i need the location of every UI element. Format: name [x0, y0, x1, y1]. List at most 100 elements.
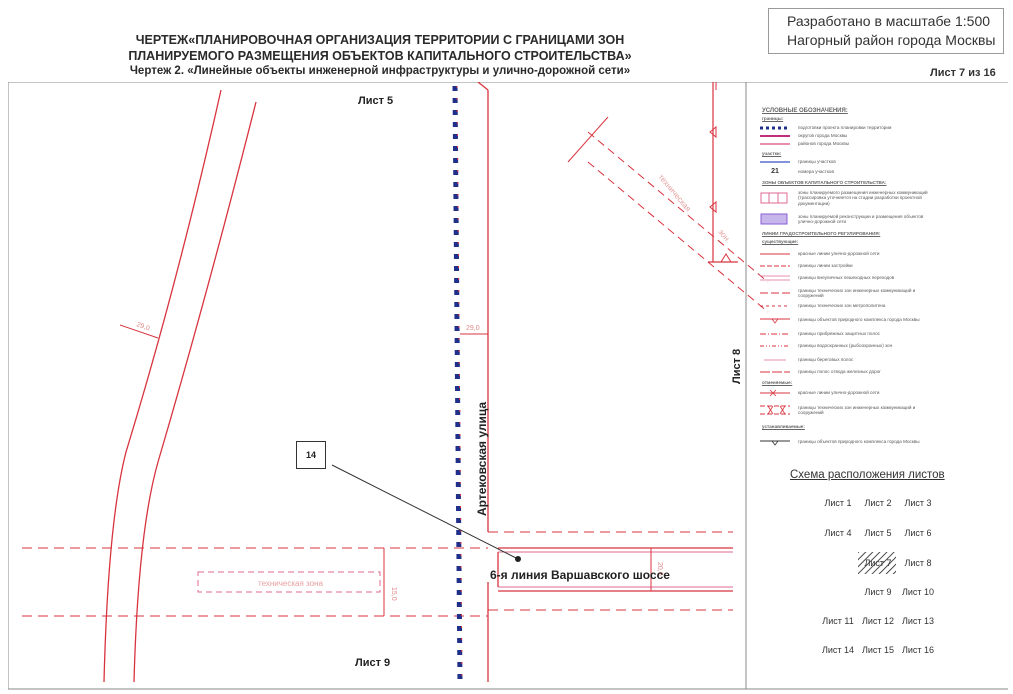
- scheme-title: Схема расположения листов: [790, 469, 945, 481]
- legend-symbol-established-nature: [760, 440, 790, 446]
- legend-symbol-boundary: [760, 126, 790, 130]
- legend-text: подготовки проекта планировки территории: [798, 125, 892, 131]
- current-sheet-hatch: [858, 552, 896, 574]
- street-edge-right-top: [477, 82, 489, 91]
- legend-symbol-parcel: [760, 161, 790, 163]
- dim-label-3: 15,0: [390, 587, 397, 601]
- scheme-sheet-16: Лист 16: [901, 645, 935, 655]
- scheme-sheet-15: Лист 15: [861, 645, 895, 655]
- label-sheet-8: Лист 8: [731, 349, 743, 384]
- tech-zone-label-left: техническая зона: [258, 579, 323, 588]
- legend-text: границы объектов природного комплекса го…: [798, 317, 920, 323]
- title-line-3: Чертеж 2. «Линейные объекты инженерной и…: [129, 65, 631, 77]
- legend-text: границы участков: [798, 159, 836, 165]
- legend-row: границы береговых полос: [758, 356, 930, 364]
- legend-heading-zones: ЗОНЫ ОБЪЕКТОВ КАПИТАЛЬНОГО СТРОИТЕЛЬСТВА…: [762, 180, 887, 185]
- title-line-1: ЧЕРТЕЖ«ПЛАНИРОВОЧНАЯ ОРГАНИЗАЦИЯ ТЕРРИТО…: [135, 33, 625, 47]
- legend-symbol-nature: [760, 318, 790, 324]
- legend-row: границы внеуличных пешеходных переходов: [758, 274, 930, 282]
- label-street-vertical: Артековская улица: [475, 402, 489, 516]
- legend-text: округов города Москвы: [798, 133, 848, 139]
- label-sheet-9: Лист 9: [355, 657, 390, 669]
- scheme-sheet-5: Лист 5: [864, 528, 892, 538]
- legend-text: зоны планируемой реконструкции и размеще…: [798, 213, 924, 224]
- legend-text: границы линии застройки: [798, 263, 853, 269]
- sheet-scheme: Лист 1 Лист 2 Лист 3 Лист 4 Лист 5 Лист …: [820, 488, 950, 660]
- tech-zone-label-1: техническая: [656, 173, 692, 214]
- legend-text: границы береговых полос: [798, 357, 854, 363]
- legend-symbol-underpass: [760, 275, 790, 281]
- legend-symbol-shore-strip: [764, 359, 786, 361]
- legend-text: границы полос отвода железных дорог: [798, 369, 881, 375]
- legend-heading-borders: границы:: [762, 116, 784, 121]
- legend-text: границы объектов природного комплекса го…: [798, 439, 920, 445]
- scheme-sheet-9: Лист 9: [864, 587, 892, 597]
- legend-symbol-red-line: [760, 253, 790, 255]
- legend-heading-cancelled: отменяемые:: [762, 380, 793, 385]
- legend-symbol-district: [760, 143, 790, 145]
- legend-text: зоны планируемого размещения инженерных …: [798, 190, 928, 206]
- scheme-sheet-6: Лист 6: [904, 528, 932, 538]
- legend-symbol-metro-zone: [760, 305, 790, 307]
- legend-text: границы прибрежных защитных полос: [798, 331, 880, 337]
- legend-row: границы полос отвода железных дорог: [758, 368, 930, 376]
- tech-zone-diag-1: [587, 131, 769, 283]
- legend-row: подготовки проекта планировки территории: [758, 124, 930, 132]
- legend-row: 21 номера участков: [758, 168, 930, 176]
- legend-row: границы технических зон инженерных комму…: [758, 403, 930, 417]
- legend-text: красные линии улично-дорожной сети: [798, 390, 880, 396]
- legend-row: округов города Москвы: [758, 132, 930, 140]
- dim-label-2: 29,0: [466, 325, 480, 332]
- legend-row: зоны планируемого размещения инженерных …: [758, 190, 930, 206]
- red-line-curve-outer: [103, 89, 222, 683]
- tech-zone-marker-3: [720, 253, 732, 263]
- drawing-title: ЧЕРТЕЖ«ПЛАНИРОВОЧНАЯ ОРГАНИЗАЦИЯ ТЕРРИТО…: [40, 32, 720, 79]
- scale-stamp: Разработано в масштабе 1:500 Нагорный ра…: [768, 8, 1004, 54]
- scheme-sheet-10: Лист 10: [901, 587, 935, 597]
- scheme-sheet-11: Лист 11: [822, 616, 854, 626]
- callout-point: [515, 556, 521, 562]
- legend-symbol-shore-protection: [760, 333, 790, 335]
- scheme-sheet-12: Лист 12: [861, 616, 895, 626]
- scheme-sheet-3: Лист 3: [904, 498, 932, 508]
- map-canvas: 29,0 29,0 техническая зон техническая зо…: [8, 82, 1008, 690]
- legend-row: границы технических зон инженерных комму…: [758, 288, 930, 299]
- legend-row: красные линии улично-дорожной сети: [758, 250, 930, 258]
- title-line-2: ПЛАНИРУЕМОГО РАЗМЕЩЕНИЯ ОБЪЕКТОВ КАПИТАЛ…: [128, 49, 632, 63]
- legend-text: границы водоохранных (рыбоохранных) зон: [798, 343, 893, 349]
- dim-label-4: 20,0: [656, 562, 663, 576]
- legend-text: границы технических зон инженерных комму…: [798, 404, 916, 415]
- district-text: Нагорный район города Москвы: [787, 32, 996, 48]
- legend-symbol-cancelled-red: [760, 389, 790, 397]
- legend-row: границы водоохранных (рыбоохранных) зон: [758, 342, 930, 350]
- legend-row: границы объектов природного комплекса го…: [758, 438, 930, 446]
- legend-row: границы прибрежных защитных полос: [758, 330, 930, 338]
- tech-zone-marker-1: [709, 125, 717, 139]
- legend-symbol-railway: [760, 371, 790, 373]
- legend-text: границы внеуличных пешеходных переходов: [798, 275, 895, 281]
- legend-text: границы технических зон инженерных комму…: [798, 288, 916, 299]
- label-sheet-5: Лист 5: [358, 95, 393, 107]
- legend-symbol-tech-zone: [760, 292, 790, 294]
- legend-symbol-okrug: [760, 135, 790, 137]
- legend-row: границы объектов природного комплекса го…: [758, 316, 930, 324]
- red-line-curve-inner: [133, 101, 257, 683]
- dim-label-1: 29,0: [135, 321, 150, 332]
- legend-row: границы участков: [758, 158, 930, 166]
- scheme-sheet-2: Лист 2: [864, 498, 892, 508]
- legend-symbol-eng-zone: [760, 192, 788, 204]
- scheme-sheet-14: Лист 14: [821, 645, 855, 655]
- scheme-sheet-7: Лист 7: [864, 558, 892, 568]
- scheme-sheet-1: Лист 1: [824, 498, 852, 508]
- legend-row: красные линии улично-дорожной сети: [758, 389, 930, 397]
- tech-zone-diag-2: [587, 161, 769, 313]
- scheme-sheet-4: Лист 4: [824, 528, 852, 538]
- legend-heading-established: устанавливаемые:: [762, 424, 805, 429]
- legend-symbol-building-line: [760, 265, 790, 267]
- tech-zone-edge: [567, 116, 609, 163]
- legend-text: красные линии улично-дорожной сети: [798, 251, 880, 257]
- legend-symbol-road-zone: [760, 213, 788, 225]
- legend-row: зоны планируемой реконструкции и размеще…: [758, 212, 930, 226]
- legend-heading-parcels: участки:: [762, 151, 782, 156]
- legend-row: районов города Москвы: [758, 140, 930, 148]
